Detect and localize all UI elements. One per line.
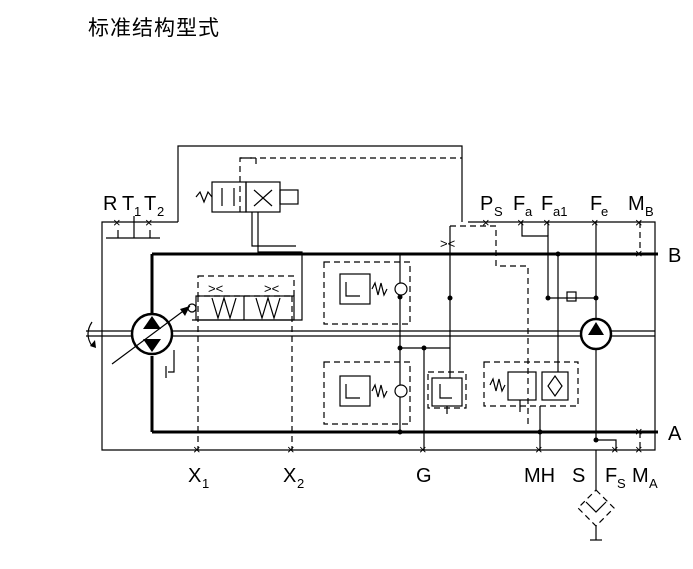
svg-text:×: × — [611, 442, 619, 457]
label-ps-sub: S — [494, 204, 503, 219]
label-g: G — [416, 465, 432, 487]
variable-pump — [111, 305, 191, 378]
label-fa1: F — [541, 193, 553, 215]
g-line-valve: >< — [400, 225, 529, 450]
svg-text:×: × — [591, 215, 599, 230]
svg-text:×: × — [635, 215, 643, 230]
label-t1-sub: 1 — [134, 204, 141, 219]
pilot-lines — [197, 296, 293, 450]
svg-text:><: >< — [208, 281, 223, 296]
label-ps: P — [480, 193, 493, 215]
svg-text:><: >< — [264, 281, 279, 296]
svg-text:×: × — [535, 442, 543, 457]
main-lines — [150, 252, 658, 434]
svg-text:×: × — [635, 424, 643, 439]
label-b: B — [668, 245, 681, 267]
filter — [577, 450, 615, 541]
svg-text:×: × — [543, 215, 551, 230]
svg-text:×: × — [193, 442, 201, 457]
label-t2-sub: 2 — [157, 204, 164, 219]
label-fs: F — [605, 465, 617, 487]
label-x2-sub: 2 — [297, 476, 304, 491]
label-x2: X — [283, 465, 296, 487]
charge-connections — [521, 222, 641, 450]
svg-text:×: × — [287, 442, 295, 457]
label-fe: F — [590, 193, 602, 215]
servo-cylinder: >< >< — [187, 275, 295, 321]
svg-text:×: × — [635, 442, 643, 457]
label-fa1-sub: a1 — [553, 204, 567, 219]
label-s: S — [572, 465, 585, 487]
label-fe-sub: e — [601, 204, 608, 219]
svg-text:><: >< — [440, 236, 455, 251]
relief-valve-lower — [323, 297, 411, 432]
svg-text:×: × — [635, 246, 643, 261]
drive-shaft — [86, 321, 655, 348]
svg-text:×: × — [517, 215, 525, 230]
label-a: A — [668, 423, 682, 445]
label-r: R — [103, 193, 117, 215]
svg-text:×: × — [145, 215, 153, 230]
label-t1: T — [122, 193, 134, 215]
label-x1-sub: 1 — [202, 476, 209, 491]
label-mh: MH — [524, 465, 555, 487]
port-labels: R T 1 T 2 P S F a F a1 F e M B B A X 1 X… — [103, 193, 682, 491]
label-t2: T — [144, 193, 156, 215]
port-ticks: × × × × × × × × × × × × × × × — [113, 215, 643, 457]
svg-text:×: × — [482, 215, 490, 230]
diagram-title: 标准结构型式 — [88, 16, 220, 40]
relief-valve-upper — [323, 254, 411, 325]
charge-relief-block — [483, 254, 579, 450]
svg-text:×: × — [419, 442, 427, 457]
label-fa: F — [513, 193, 525, 215]
label-mb: M — [628, 193, 645, 215]
tank-ports — [106, 216, 160, 239]
label-mb-sub: B — [645, 204, 654, 219]
outer-frame — [101, 145, 656, 451]
label-fs-sub: S — [617, 476, 626, 491]
svg-text:×: × — [113, 215, 121, 230]
charge-pump — [579, 222, 613, 440]
junction-dots — [397, 251, 599, 443]
label-ma-sub: A — [649, 476, 658, 491]
label-x1: X — [188, 465, 201, 487]
label-ma: M — [632, 465, 649, 487]
label-fa-sub: a — [525, 204, 533, 219]
